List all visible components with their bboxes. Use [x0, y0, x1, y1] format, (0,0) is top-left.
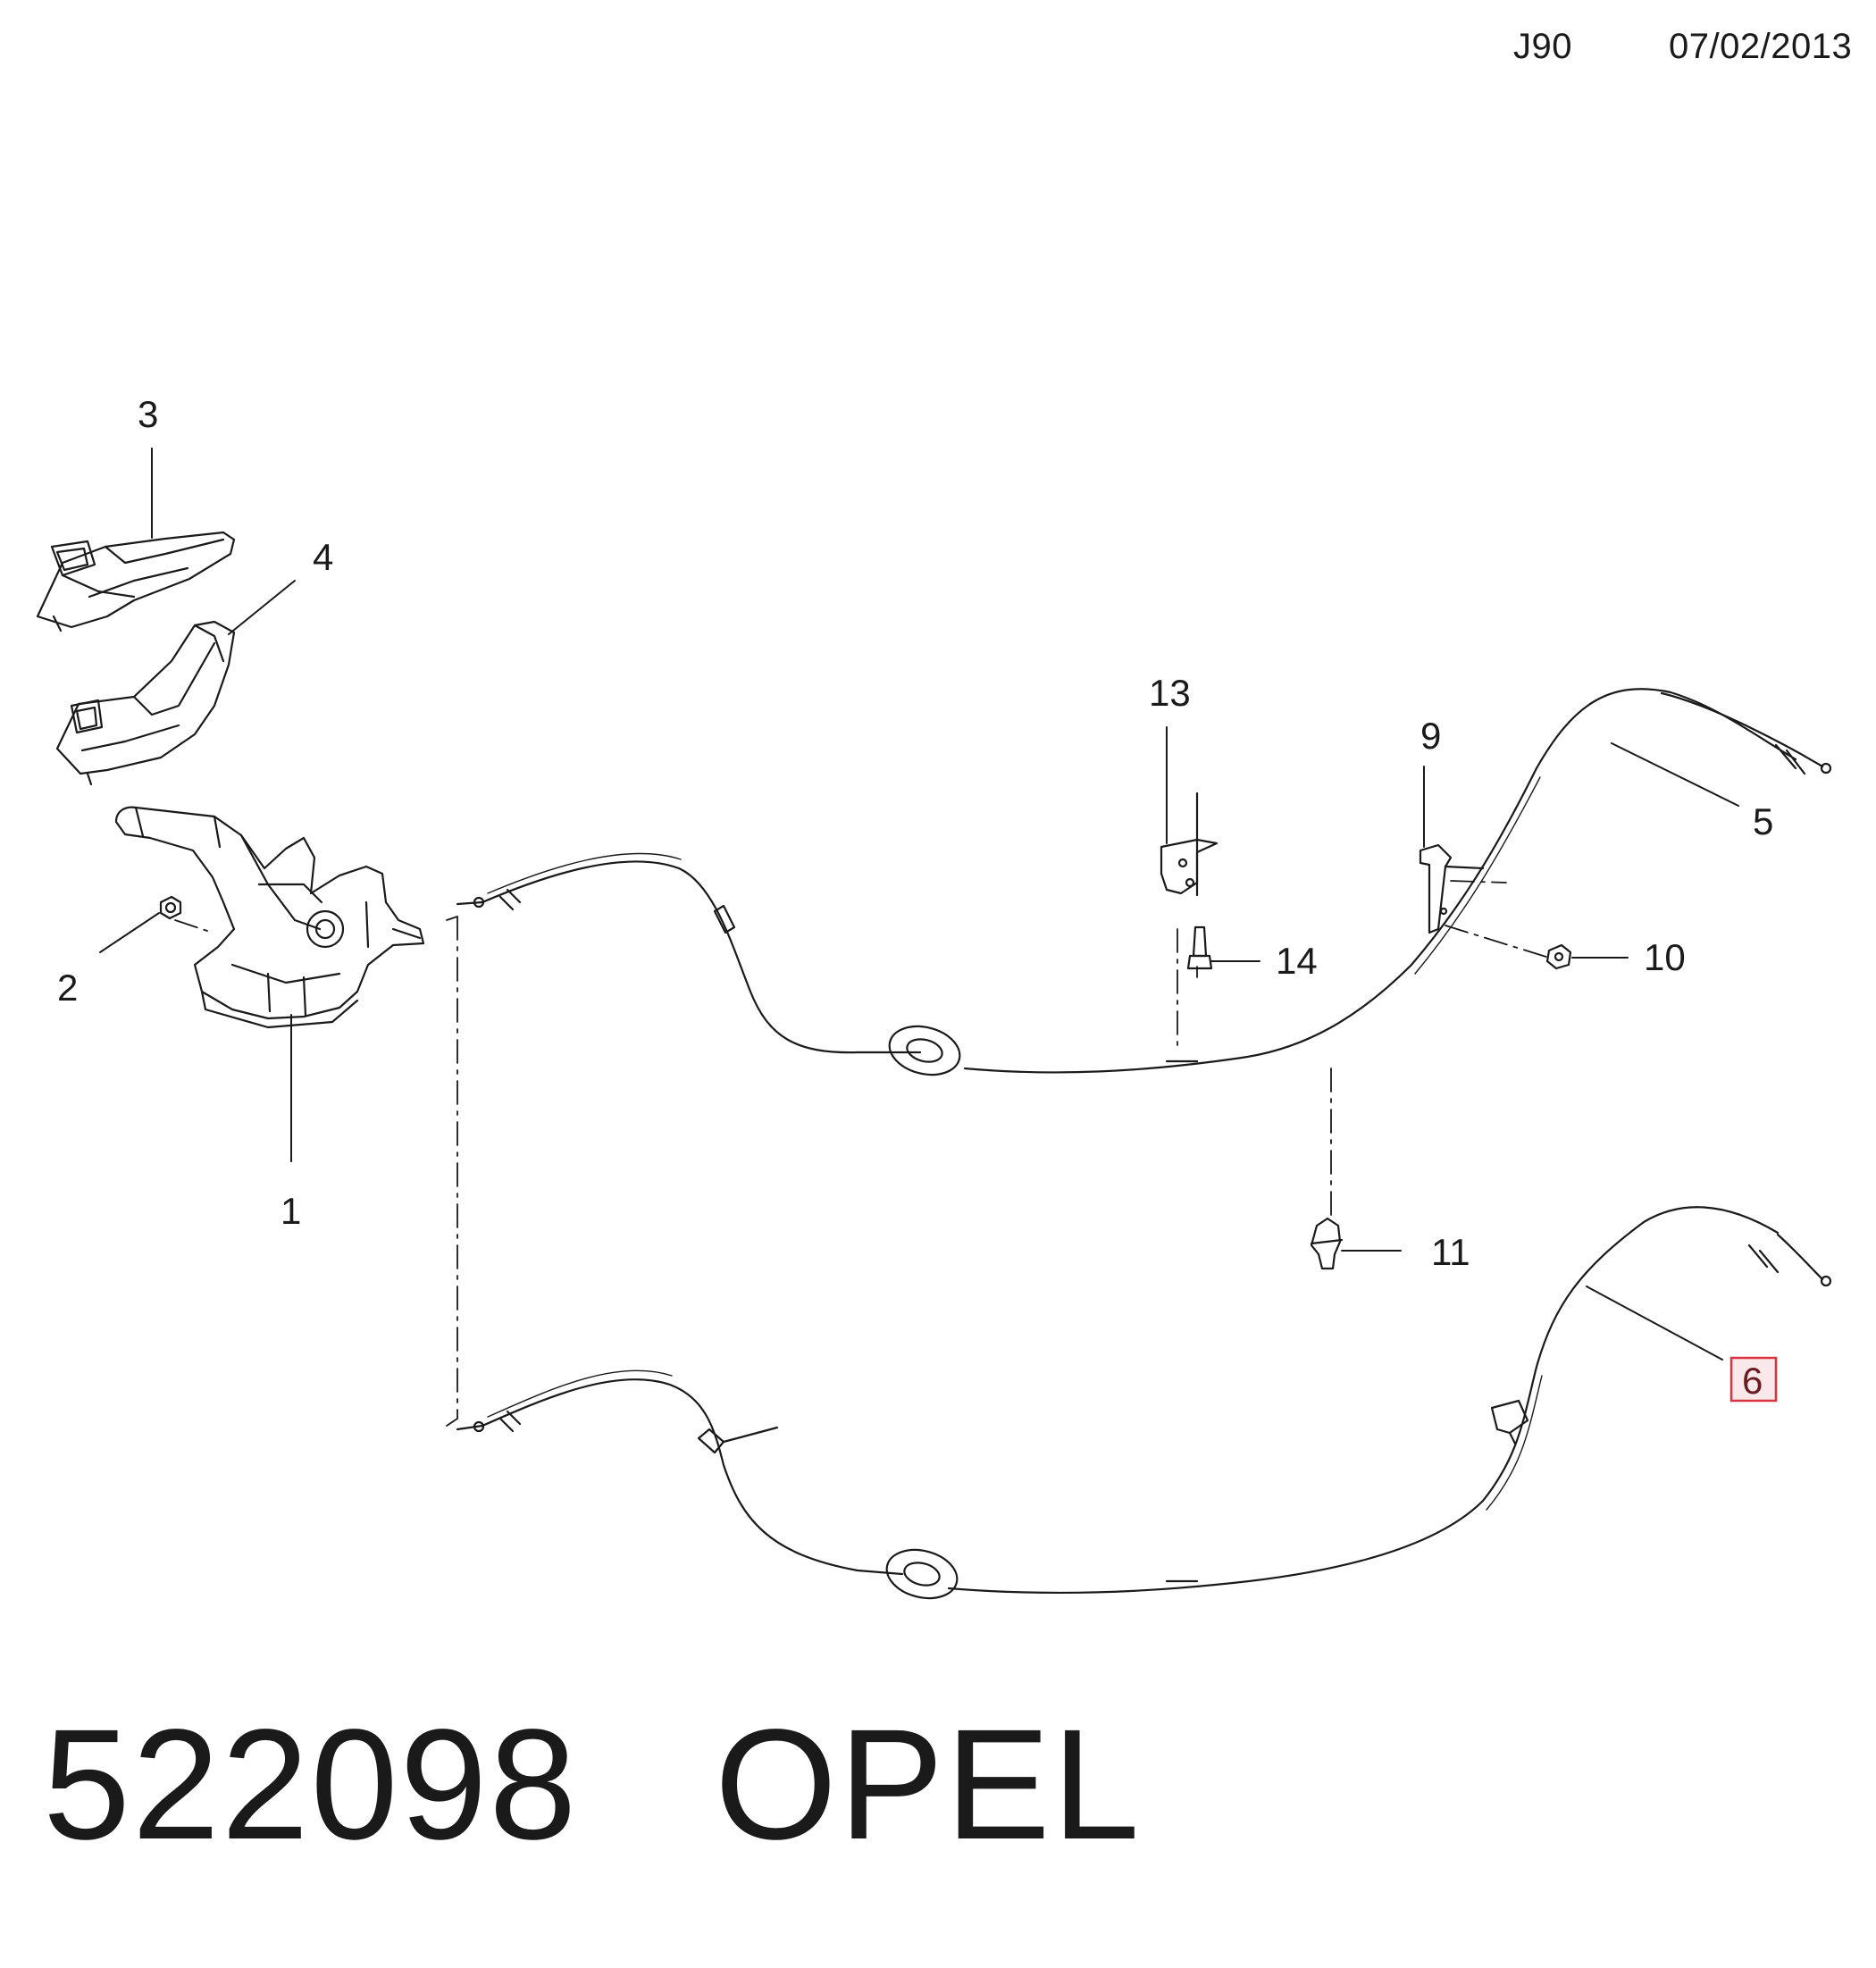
callout-1: 1 — [281, 1190, 301, 1232]
callout-6: 6 — [1742, 1360, 1763, 1402]
part-2-nut — [159, 895, 182, 920]
brand-name: OPEL — [715, 1697, 1142, 1872]
callout-3: 3 — [138, 393, 158, 435]
callout-4: 4 — [313, 536, 333, 578]
callout-10: 10 — [1644, 936, 1686, 978]
upper-cable-grommet — [888, 1025, 961, 1076]
diagram-code: J90 — [1513, 27, 1572, 66]
part-number: 522098 — [43, 1697, 579, 1872]
assembly-guides — [174, 880, 1550, 1419]
callout-13: 13 — [1149, 672, 1191, 714]
callout-2: 2 — [57, 967, 78, 1009]
part-14-bolt — [1186, 925, 1213, 970]
leader-4 — [228, 580, 296, 635]
part-5-upper-cable — [456, 688, 1832, 1074]
diagram-date: 07/02/2013 — [1669, 27, 1853, 66]
part-1-handbrake-lever — [114, 806, 425, 1029]
part-11-clip — [1310, 1217, 1344, 1270]
part-10-bolt — [1545, 943, 1572, 970]
part-13-bracket — [1160, 791, 1219, 897]
guide-stubs — [446, 916, 458, 1427]
leader-6 — [1586, 1285, 1723, 1361]
callout-11: 11 — [1431, 1231, 1470, 1273]
footer-title: 522098 OPEL — [43, 1706, 1142, 1863]
leader-lines — [99, 448, 1739, 1361]
callout-6-highlight-box — [1729, 1356, 1778, 1403]
part-4-boot — [55, 620, 236, 786]
part-9-bracket — [1419, 843, 1485, 934]
part-6-lower-cable — [456, 1206, 1832, 1595]
part-3-boot-cover — [36, 531, 236, 632]
leader-2 — [99, 912, 160, 953]
lower-cable-grommet — [885, 1548, 959, 1600]
callout-9: 9 — [1420, 715, 1441, 757]
leader-5 — [1611, 742, 1739, 807]
callout-14: 14 — [1276, 940, 1318, 982]
callout-5: 5 — [1753, 800, 1773, 842]
